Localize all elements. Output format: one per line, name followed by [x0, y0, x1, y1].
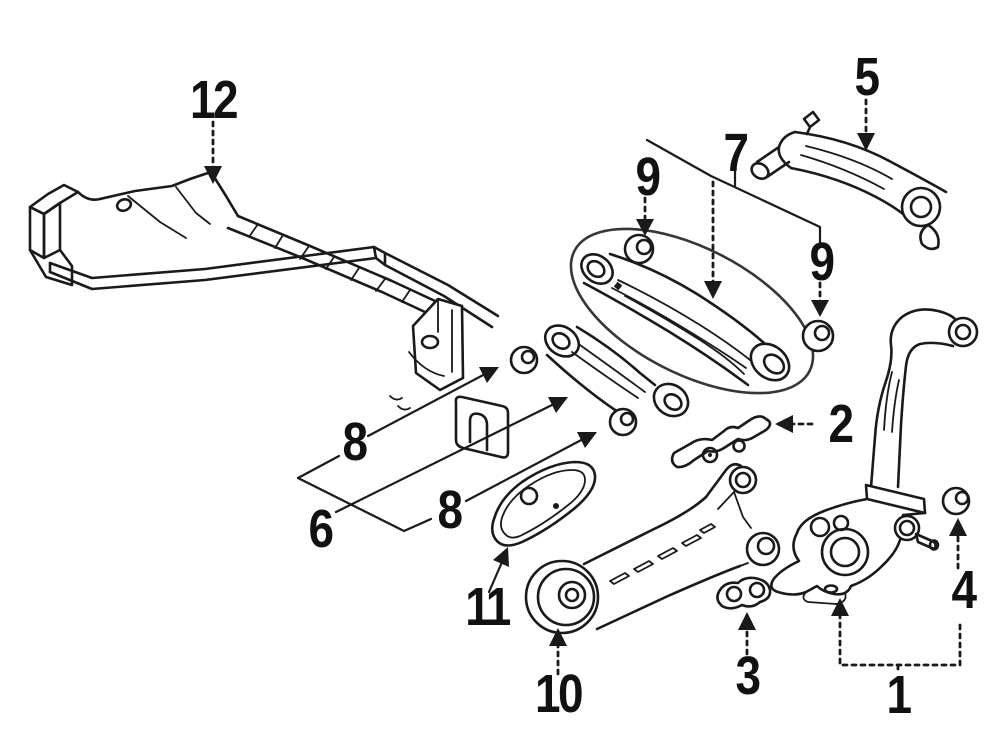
- bushing-part-8-left: [509, 345, 539, 375]
- trailing-arm-part-10: [524, 462, 781, 635]
- callout-4: 4: [951, 560, 978, 620]
- callout-12: 12: [190, 70, 239, 130]
- callout-3: 3: [735, 646, 762, 706]
- highlight-ellipse: [569, 227, 815, 395]
- callout-9-left: 9: [635, 147, 662, 207]
- callout-2-arrow: [775, 415, 814, 433]
- bracket-part-3: [716, 576, 772, 610]
- upper-lateral-arm-part-7: [580, 252, 791, 387]
- callout-8-upper: 8: [342, 412, 369, 472]
- callout-10-arrow: [549, 628, 567, 676]
- upper-control-arm-part-5: [750, 110, 948, 251]
- callout-6: 6: [308, 499, 335, 559]
- callout-9-left-arrow: [636, 196, 654, 236]
- callout-7: 7: [723, 123, 750, 183]
- callout-9-right: 9: [809, 232, 836, 292]
- callout-8-lower: 8: [437, 480, 464, 540]
- callout-6-8-leader-lines: [296, 367, 597, 533]
- lower-lateral-arm-part-6: [543, 324, 690, 418]
- callout-11: 11: [465, 577, 511, 637]
- subframe-crossmember-part-12: [28, 170, 510, 459]
- bracket-part-2: [670, 415, 772, 469]
- knuckle-part-1: [770, 308, 979, 605]
- bushing-part-9-right: [801, 319, 835, 353]
- callout-5-arrow: [857, 98, 875, 151]
- callout-11-arrow: [487, 547, 509, 594]
- callout-7-bracket-line: [645, 138, 822, 245]
- callout-1-4-bracket: [831, 518, 967, 676]
- callout-9-right-arrow: [811, 281, 829, 317]
- callout-1: 1: [886, 665, 913, 725]
- bushing-part-4: [941, 486, 971, 516]
- callout-2: 2: [828, 394, 855, 454]
- damper-mount-plate-part-11: [490, 460, 597, 547]
- callout-3-arrow: [738, 612, 756, 656]
- callout-10: 10: [535, 664, 584, 724]
- bushing-part-8-right: [608, 407, 638, 437]
- bushing-part-9-left: [623, 233, 655, 265]
- callout-5: 5: [854, 47, 881, 107]
- callout-7-arrow: [704, 180, 722, 299]
- callout-12-arrow: [204, 120, 222, 184]
